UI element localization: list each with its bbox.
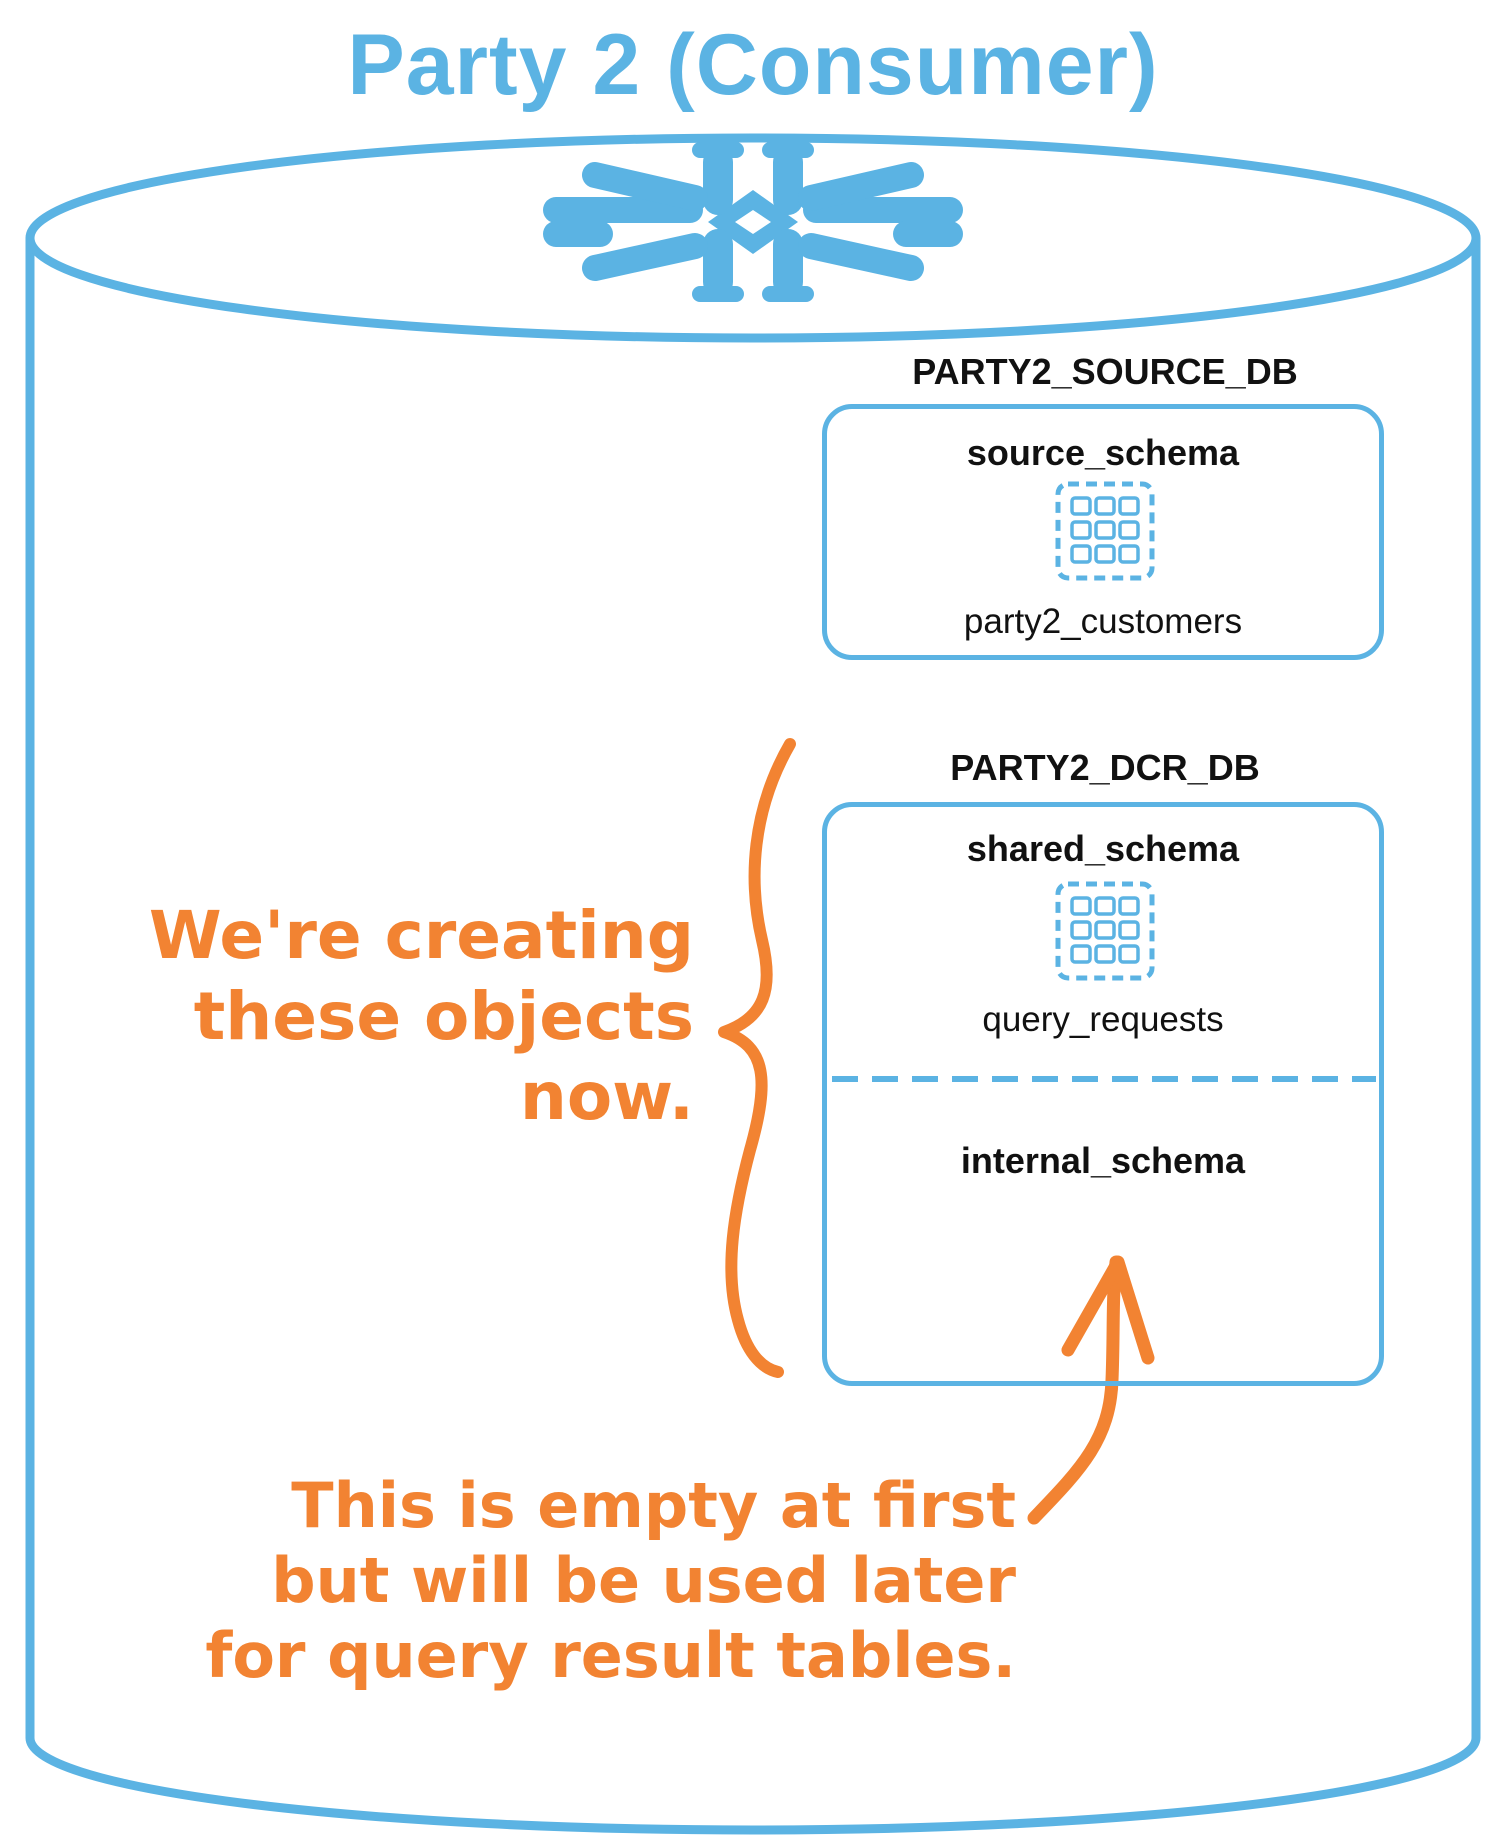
database-label-source: PARTY2_SOURCE_DB	[912, 351, 1298, 392]
annotation-line: This is empty at first	[291, 1469, 1016, 1542]
table-label-party2-customers: party2_customers	[963, 602, 1243, 641]
table-grid-icon	[1055, 481, 1155, 581]
database-cylinder	[25, 133, 1481, 1835]
annotation-line: We're creating	[148, 897, 694, 974]
table-grid-icon	[1055, 881, 1155, 981]
annotation-line: these objects	[193, 977, 694, 1055]
schema-label-shared: shared_schema	[966, 828, 1240, 869]
table-label-query-requests: query_requests	[982, 1000, 1224, 1039]
cylinder-body	[25, 238, 1481, 1835]
schema-label-internal: internal_schema	[960, 1140, 1246, 1181]
curved-arrow-up	[1027, 1255, 1155, 1525]
database-box-source: source_schema party2_customers	[822, 404, 1384, 660]
schema-label-source: source_schema	[966, 432, 1240, 473]
database-label-dcr: PARTY2_DCR_DB	[950, 747, 1260, 788]
annotation-line: but will be used later	[271, 1544, 1016, 1618]
snowflake-logo	[543, 142, 963, 302]
curly-brace	[718, 738, 796, 1378]
annotation-creating: We're creating these objects now.	[149, 896, 694, 1138]
diagram-title: Party 2 (Consumer)	[347, 17, 1159, 113]
annotation-line: for query result tables.	[205, 1619, 1016, 1693]
database-box-dcr: shared_schema query_requests internal_sc…	[822, 802, 1384, 1386]
annotation-empty: This is empty at first but will be used …	[0, 1468, 1016, 1693]
annotation-line: now.	[519, 1058, 694, 1136]
cylinder-top	[25, 133, 1481, 343]
